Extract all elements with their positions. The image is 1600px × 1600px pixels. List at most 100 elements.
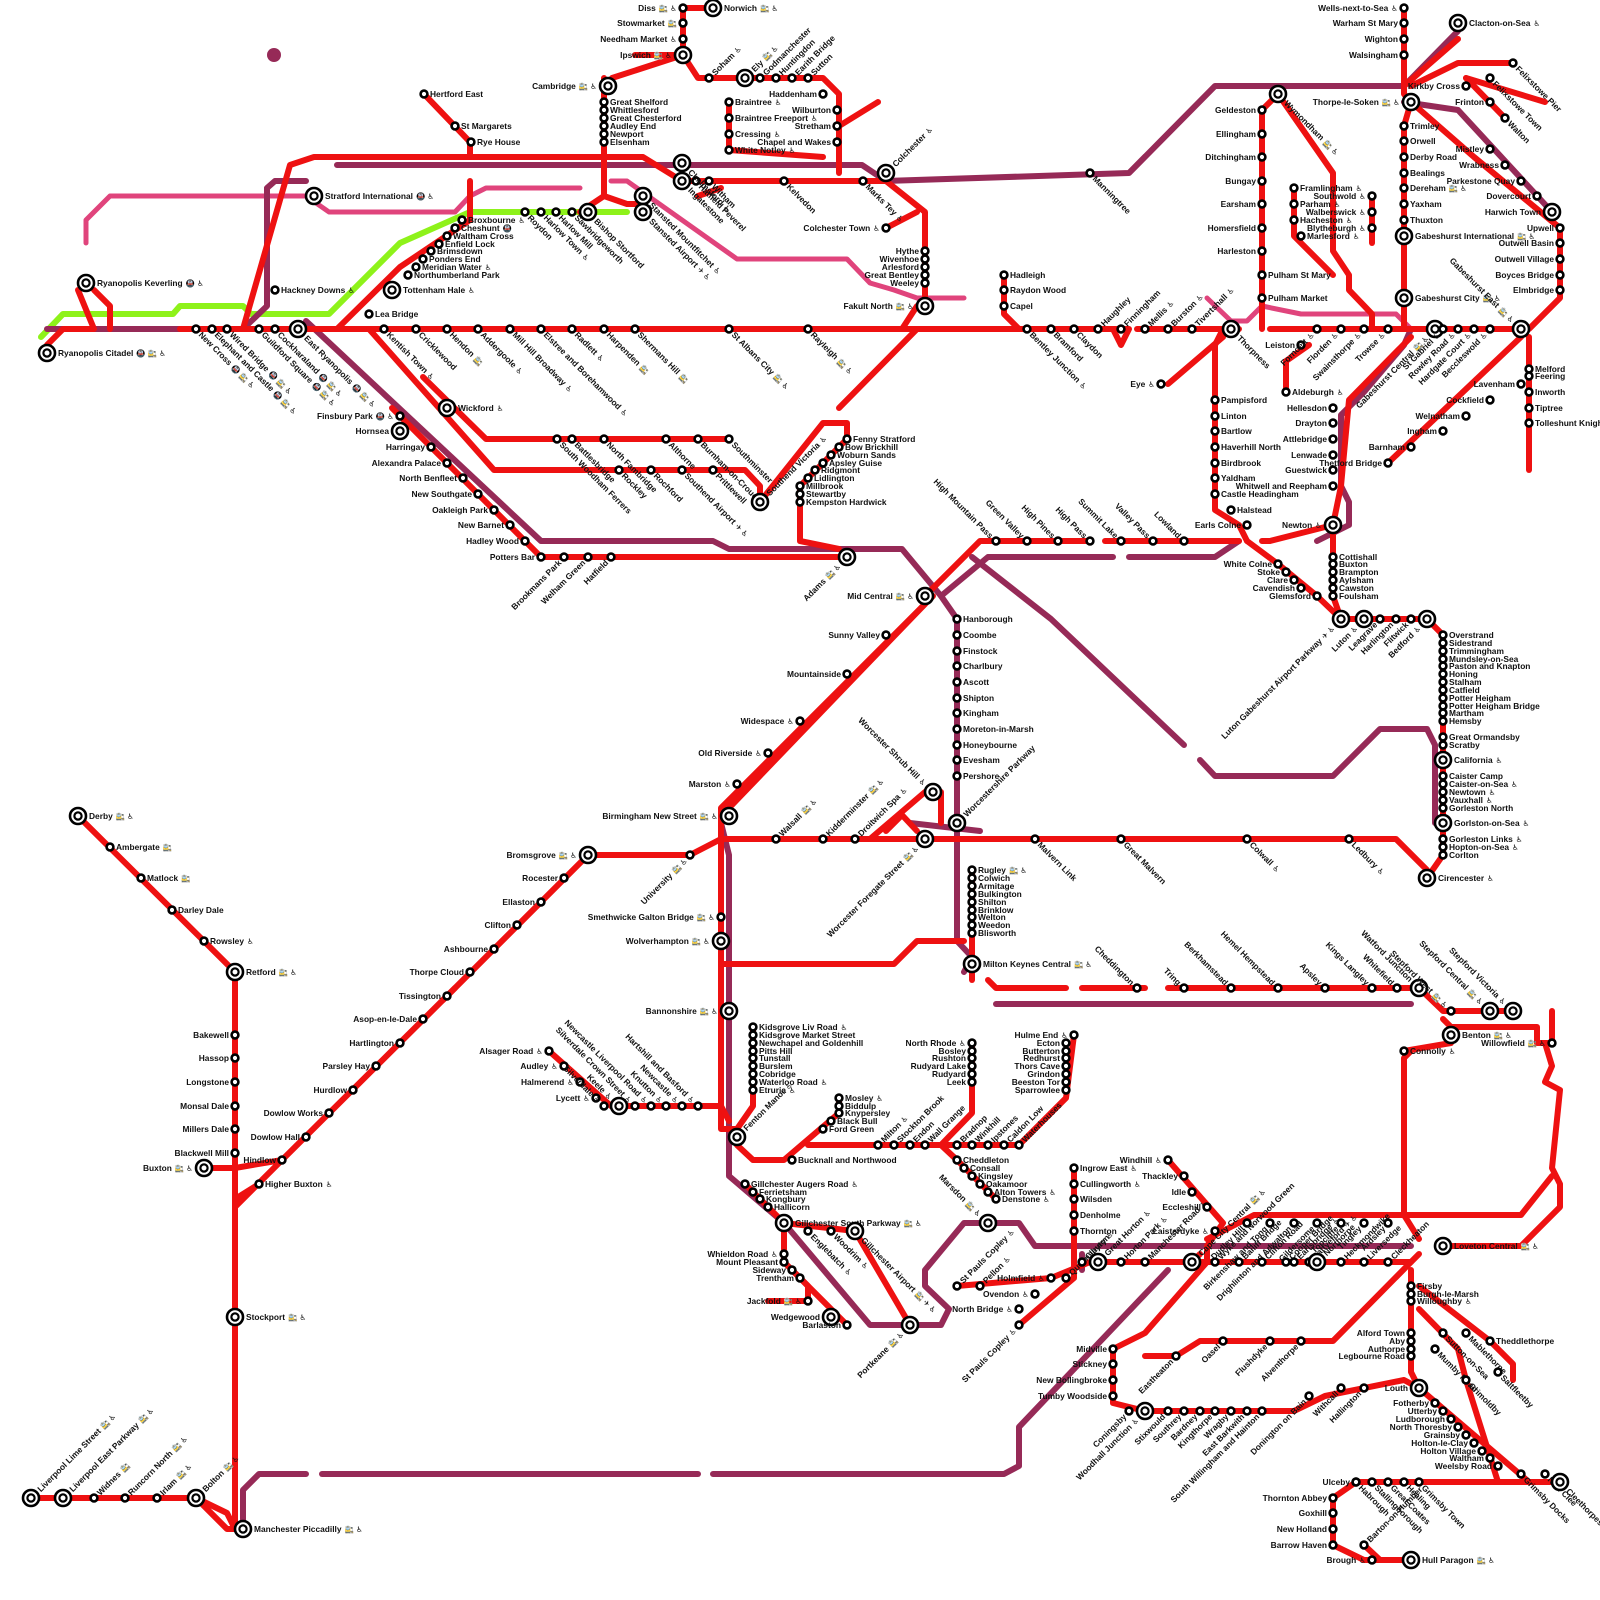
station-new-barnet[interactable]: New Barnet (458, 520, 515, 530)
station-label[interactable]: Attlebridge (1283, 434, 1328, 444)
station-marker[interactable] (1202, 1202, 1212, 1212)
station-label[interactable]: Rowsley♿ (210, 936, 254, 946)
interchange-marker[interactable] (837, 547, 857, 567)
station-label[interactable]: Harringay (386, 442, 425, 452)
station-clacton-on-sea[interactable]: Clacton-on-Sea♿ (1448, 13, 1540, 33)
station-marker[interactable] (952, 724, 962, 734)
station-marker[interactable] (1406, 1281, 1416, 1291)
station-marker[interactable] (1446, 1006, 1456, 1016)
station-label[interactable]: Shipton (963, 693, 994, 703)
station-malvern-link[interactable]: Malvern Link (1030, 834, 1080, 884)
station-marker[interactable] (1524, 387, 1534, 397)
station-marker[interactable] (999, 270, 1009, 280)
station-marker[interactable] (967, 889, 977, 899)
station-marker[interactable] (505, 520, 515, 530)
station-weelsby-road[interactable]: Weelsby Road (1435, 1461, 1503, 1471)
station-label[interactable]: Bow Brickhill (845, 442, 898, 452)
station-label[interactable]: Rudyard (932, 1069, 966, 1079)
station-willowfield[interactable]: Willowfield🚉 ♿ (1481, 1038, 1557, 1048)
station-haddenham[interactable]: Haddenham (769, 89, 828, 99)
station-label[interactable]: Kongbury (766, 1194, 806, 1204)
station-marker[interactable] (1438, 630, 1448, 640)
station-label[interactable]: Retford🚉 ♿ (246, 967, 297, 977)
station-label[interactable]: Bosley (939, 1046, 967, 1056)
station-label[interactable]: Manchester Piccadilly🚉 ♿ (254, 1524, 363, 1534)
station-milton-keynes-central[interactable]: Milton Keynes Central🚉 ♿ (962, 954, 1092, 974)
station-marker[interactable] (748, 1038, 758, 1048)
station-birdbrook[interactable]: Birdbrook (1210, 458, 1262, 468)
station-label[interactable]: Scratby (1449, 740, 1480, 750)
station-label[interactable]: Barlaston (802, 1320, 841, 1330)
station-marker[interactable] (1304, 1391, 1314, 1401)
station-cullingworth[interactable]: Cullingworth♿ (1069, 1179, 1141, 1189)
station-thackley[interactable]: Thackley (1142, 1171, 1189, 1181)
station-label[interactable]: Hellesdon (1287, 403, 1327, 413)
station-marker[interactable] (552, 434, 562, 444)
station-stretham[interactable]: Stretham (795, 121, 842, 131)
interchange-marker[interactable] (1394, 288, 1414, 308)
station-marker[interactable] (873, 1140, 883, 1150)
station-marker[interactable] (779, 1249, 789, 1259)
station-label[interactable]: Luton Gabeshurst Airport Parkway✈ ♿ (1219, 623, 1337, 741)
station-gillchester-augers-road[interactable]: Gillchester Augers Road♿ (740, 1179, 859, 1189)
station-label[interactable]: Hindlow (243, 1155, 276, 1165)
interchange-marker[interactable] (1135, 1401, 1155, 1421)
station-marker[interactable] (1061, 1273, 1071, 1283)
station-dowlow-works[interactable]: Dowlow Works (264, 1108, 334, 1118)
station-oakleigh-park[interactable]: Oakleigh Park (432, 505, 499, 515)
station-marker[interactable] (230, 1124, 240, 1134)
station-marker[interactable] (599, 97, 609, 107)
station-aldeburgh[interactable]: Aldeburgh♿ (1281, 387, 1344, 397)
interchange-marker[interactable] (947, 813, 967, 833)
station-label[interactable]: Hanborough (963, 614, 1013, 624)
interchange-marker[interactable] (53, 1488, 73, 1508)
station-marker[interactable] (1140, 1257, 1150, 1267)
station-label[interactable]: Trimley (1410, 121, 1440, 131)
station-marker[interactable] (755, 73, 765, 83)
interchange-marker[interactable] (578, 845, 598, 865)
station-marker[interactable] (1438, 795, 1448, 805)
station-label[interactable]: Shilton (978, 897, 1006, 907)
station-label[interactable]: Parkestone Quay (1447, 176, 1516, 186)
station-upwell[interactable]: Upwell (1527, 223, 1565, 233)
station-marker[interactable] (1485, 97, 1495, 107)
station-marker[interactable] (411, 324, 421, 334)
station-label[interactable]: Thorpe Cloud (410, 967, 464, 977)
station-bucknall-and-northwood[interactable]: Bucknall and Northwood (787, 1155, 897, 1165)
station-windhill[interactable]: Windhill♿ (1120, 1155, 1173, 1165)
station-label[interactable]: Brimsdown (437, 246, 483, 256)
station-marker[interactable] (599, 324, 609, 334)
station-marker[interactable] (1257, 1257, 1267, 1267)
station-marker[interactable] (544, 1046, 554, 1056)
station-marker[interactable] (1328, 559, 1338, 569)
station-marker[interactable] (834, 442, 844, 452)
station-marker[interactable] (661, 434, 671, 444)
station-finsbury-park[interactable]: Finsbury Park🚇 ♿ (317, 411, 405, 421)
station-label[interactable]: Evesham (963, 755, 1000, 765)
station-label[interactable]: Lycett♿ (556, 1093, 590, 1103)
station-cheshunt[interactable]: Cheshunt🚇 (450, 223, 512, 233)
station-marker[interactable] (975, 1281, 985, 1291)
station-marker[interactable] (167, 905, 177, 915)
station-marker[interactable] (748, 1061, 758, 1071)
station-marker[interactable] (826, 1116, 836, 1126)
station-alexandra-palace[interactable]: Alexandra Palace (372, 458, 452, 468)
station-label[interactable]: Burgh-le-Marsh (1417, 1289, 1479, 1299)
station-marker[interactable] (795, 497, 805, 507)
station-marker[interactable] (473, 324, 483, 334)
station-marker[interactable] (1257, 270, 1267, 280)
station-marker[interactable] (1210, 442, 1220, 452)
station-label[interactable]: Halmerend♿ (521, 1077, 574, 1087)
station-label[interactable]: Apsley (1298, 961, 1325, 988)
station-marker[interactable] (1210, 489, 1220, 499)
station-label[interactable]: Brough♿ (1326, 1555, 1366, 1565)
station-label[interactable]: Ecton (1037, 1038, 1060, 1048)
station-marker[interactable] (473, 489, 483, 499)
station-hallicorn[interactable]: Hallicorn (763, 1202, 810, 1212)
station-north-bridge[interactable]: North Bridge♿ (952, 1304, 1024, 1314)
station-label[interactable]: Ford Green (829, 1124, 874, 1134)
station-marker[interactable] (818, 458, 828, 468)
interchange-marker[interactable] (1221, 319, 1241, 339)
station-marker[interactable] (1367, 983, 1377, 993)
station-marker[interactable] (1242, 520, 1252, 530)
